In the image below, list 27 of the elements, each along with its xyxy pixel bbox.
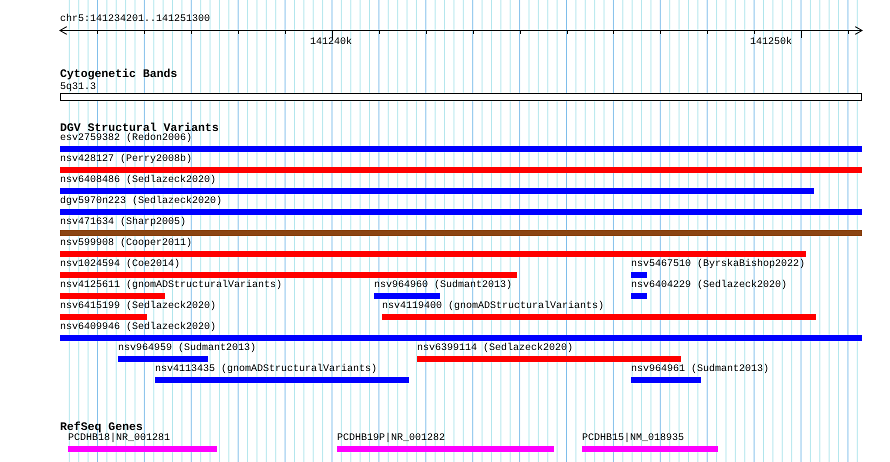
feature-label: dgv5970n223 (Sedlazeck2020) bbox=[60, 196, 222, 208]
feature-label: nsv6409946 (Sedlazeck2020) bbox=[60, 322, 216, 334]
feature-label: nsv1024594 (Coe2014) bbox=[60, 259, 180, 271]
range-label: chr5:141234201..141251300 bbox=[60, 14, 210, 26]
feature-label: nsv428127 (Perry2008b) bbox=[60, 154, 192, 166]
tick-label: 141240k bbox=[310, 37, 352, 49]
feature-label: nsv5467510 (ByrskaBishop2022) bbox=[631, 259, 806, 271]
feature-label: nsv4113435 (gnomADStructuralVariants) bbox=[155, 364, 378, 376]
feature-label: nsv6404229 (Sedlazeck2020) bbox=[631, 280, 788, 292]
feature-label: PCDHB19P|NR_001282 bbox=[337, 433, 446, 445]
feature-label: nsv4119400 (gnomADStructuralVariants) bbox=[382, 301, 604, 313]
feature-label: nsv4125611 (gnomADStructuralVariants) bbox=[60, 280, 282, 292]
feature-label: esv2759382 (Redon2006) bbox=[60, 133, 192, 145]
feature-label: 5q31.3 bbox=[60, 82, 96, 94]
feature-label: nsv6399114 (Sedlazeck2020) bbox=[417, 343, 574, 355]
feature-label: nsv6415199 (Sedlazeck2020) bbox=[60, 301, 216, 313]
track-heading: RefSeq Genes bbox=[60, 421, 143, 434]
feature-label: nsv964961 (Sudmant2013) bbox=[631, 364, 770, 376]
tick-label: 141250k bbox=[750, 37, 792, 49]
feature-label: nsv599908 (Cooper2011) bbox=[60, 238, 192, 250]
feature-label: PCDHB18|NR_001281 bbox=[68, 433, 170, 445]
feature-label: nsv471634 (Sharp2005) bbox=[60, 217, 186, 229]
feature-label: nsv6408486 (Sedlazeck2020) bbox=[60, 175, 216, 187]
feature-label: PCDHB15|NM_018935 bbox=[582, 433, 684, 445]
feature-label: nsv964960 (Sudmant2013) bbox=[374, 280, 512, 292]
feature-label: nsv964959 (Sudmant2013) bbox=[118, 343, 256, 355]
track-heading: Cytogenetic Bands bbox=[60, 68, 178, 81]
